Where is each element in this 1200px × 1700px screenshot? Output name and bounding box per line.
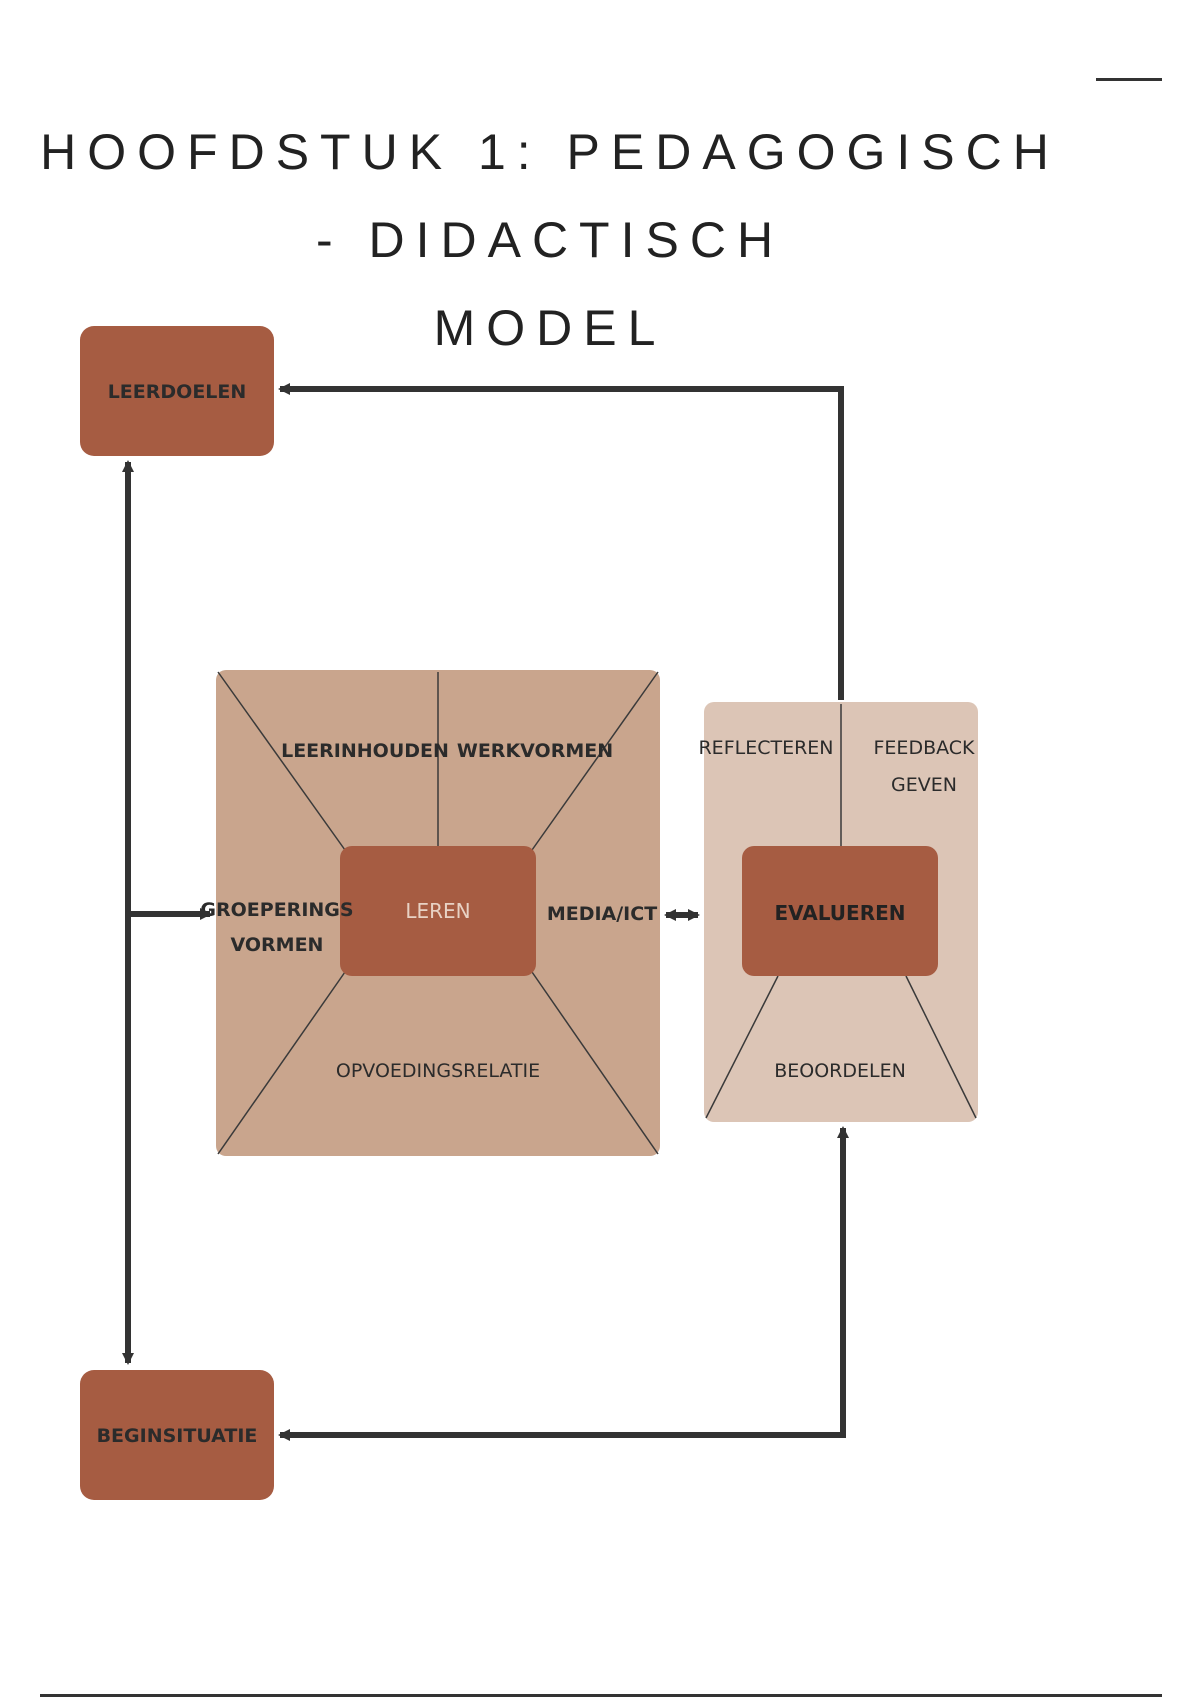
feedback-geven-label-line-1: FEEDBACK (874, 737, 976, 759)
leren-label: LEREN (405, 899, 470, 923)
groeperingsvormen-label-line-1: GROEPERINGS (200, 899, 353, 921)
bottom-rule (40, 1694, 1162, 1697)
leren-node (340, 846, 536, 976)
groeperingsvormen-label-line-2: VORMEN (231, 934, 324, 956)
leerinhouden-label: LEERINHOUDEN (281, 740, 449, 762)
beginsituatie-label: BEGINSITUATIE (97, 1425, 258, 1447)
page-title-line-1: HOOFDSTUK 1: PEDAGOGISCH - DIDACTISCH (40, 124, 1060, 268)
feedback-geven-label-line-2: GEVEN (891, 774, 957, 796)
werkvormen-label: WERKVORMEN (457, 740, 613, 762)
evalueren-node (742, 846, 938, 976)
beginsituatie-node (80, 1370, 274, 1500)
media-ict-label: MEDIA/ICT (547, 903, 657, 925)
decorative-dash (1096, 78, 1162, 81)
reflecteren-label: REFLECTEREN (698, 737, 833, 759)
evalueren-panel-dividers (705, 704, 977, 1119)
arrow-beoordelen-to-beginsituatie (278, 1126, 849, 1441)
beoordelen-label: BEOORDELEN (774, 1060, 906, 1082)
evalueren-label: EVALUEREN (775, 901, 906, 925)
leren-panel-dividers (217, 671, 659, 1155)
arrow-evalueren-to-leerdoelen (278, 383, 844, 700)
page-title-line-2: MODEL (433, 300, 667, 356)
opvoedingsrelatie-label: OPVOEDINGSRELATIE (336, 1060, 540, 1082)
page-title: HOOFDSTUK 1: PEDAGOGISCH - DIDACTISCH MO… (40, 108, 1060, 372)
leerdoelen-node (80, 326, 274, 456)
leerdoelen-label: LEERDOELEN (108, 381, 247, 403)
